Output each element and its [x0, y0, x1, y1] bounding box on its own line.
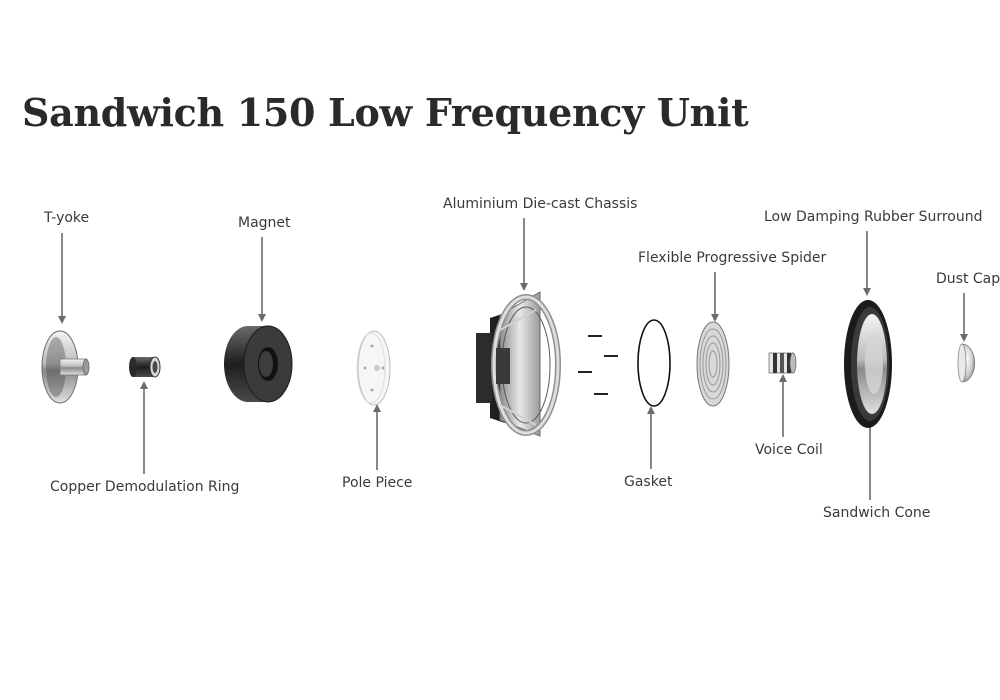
voice-coil-part	[768, 352, 797, 374]
label-pole-piece: Pole Piece	[342, 475, 413, 491]
label-spider: Flexible Progressive Spider	[638, 250, 827, 266]
label-copper-ring: Copper Demodulation Ring	[50, 479, 240, 495]
label-t-yoke: T-yoke	[44, 210, 90, 226]
magnet-part	[224, 325, 293, 403]
label-gasket: Gasket	[624, 474, 673, 490]
dust-cap-part	[957, 343, 976, 383]
leader-arrows	[58, 218, 968, 500]
diagram-title: Sandwich 150 Low Frequency Unit	[22, 90, 749, 135]
label-voice-coil: Voice Coil	[755, 442, 823, 458]
label-surround: Low Damping Rubber Surround	[764, 209, 983, 225]
label-chassis: Aluminium Die-cast Chassis	[443, 196, 638, 212]
chassis-part	[476, 291, 561, 437]
copper-ring-part	[129, 356, 161, 378]
cone-part	[844, 300, 892, 428]
label-dust-cap: Dust Cap	[936, 271, 1000, 287]
label-cone: Sandwich Cone	[823, 505, 931, 521]
screws	[578, 335, 618, 395]
pole-piece-part	[356, 330, 391, 406]
gasket-part	[637, 319, 671, 407]
spider-part	[696, 321, 730, 407]
t-yoke-part	[41, 330, 90, 404]
label-magnet: Magnet	[238, 215, 291, 231]
